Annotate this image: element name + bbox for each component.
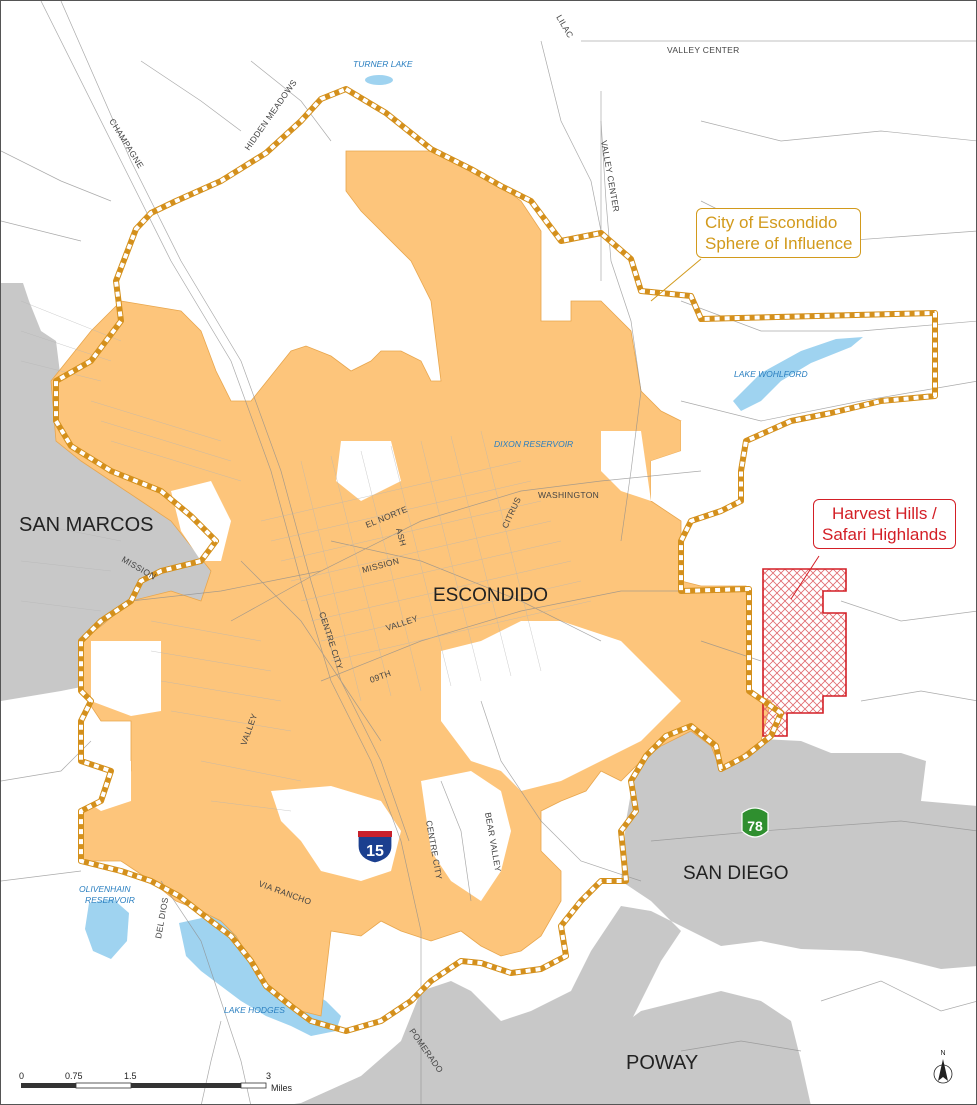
label-lake-wohlford: LAKE WOHLFORD xyxy=(734,369,808,379)
sphere-of-influence-callout: City of Escondido Sphere of Influence xyxy=(696,208,862,258)
sphere-callout-line2: Sphere of Influence xyxy=(705,234,853,253)
label-san-marcos: SAN MARCOS xyxy=(19,514,153,536)
harvest-hills-project-area xyxy=(762,568,847,737)
label-san-diego: SAN DIEGO xyxy=(683,863,789,884)
lake-wohlford xyxy=(733,337,863,411)
interstate-15-shield: 15 xyxy=(357,830,393,864)
label-road-ash: ASH xyxy=(394,527,408,547)
interstate-15-number: 15 xyxy=(366,843,384,860)
sphere-callout-line1: City of Escondido xyxy=(705,213,838,232)
sphere-of-influence-boundary xyxy=(53,86,938,1034)
state-route-78-shield: 78 xyxy=(741,807,769,838)
harvest-callout-leader xyxy=(790,555,820,600)
poway-area xyxy=(561,991,811,1104)
scale-unit: Miles xyxy=(271,1083,293,1093)
harvest-hills-callout: Harvest Hills / Safari Highlands xyxy=(813,499,956,549)
label-dixon-reservoir: DIXON RESERVOIR xyxy=(494,439,573,449)
scale-tick-0: 0 xyxy=(19,1071,24,1081)
fine-street-grid xyxy=(20,300,592,812)
unincorporated-pocket xyxy=(336,441,401,501)
unincorporated-pocket xyxy=(91,641,161,716)
harvest-callout-line2: Safari Highlands xyxy=(822,525,947,544)
label-escondido: ESCONDIDO xyxy=(433,585,548,606)
label-road-champagne: CHAMPAGNE xyxy=(107,117,146,171)
scale-tick-1-5: 1.5 xyxy=(124,1071,137,1081)
scale-tick-3: 3 xyxy=(266,1071,271,1081)
label-road-washington: WASHINGTON xyxy=(538,490,599,500)
san-diego-area xyxy=(294,721,976,1104)
label-lake-hodges: LAKE HODGES xyxy=(224,1005,285,1015)
north-arrow-label: N xyxy=(940,1050,945,1057)
olivenhain-reservoir xyxy=(85,899,129,959)
label-road-valley-center: VALLEY CENTER xyxy=(667,45,740,55)
scale-bar: 0 0.75 1.5 3 Miles xyxy=(19,1071,293,1093)
label-road-hidden-meadows: HIDDEN MEADOWS xyxy=(242,78,298,153)
unincorporated-pocket xyxy=(601,431,651,501)
label-olivenhain-1: OLIVENHAIN xyxy=(79,884,131,894)
label-road-del-dios: DEL DIOS xyxy=(153,896,170,939)
north-arrow: N xyxy=(933,1050,953,1084)
label-road-valley-center-2: VALLEY CENTER xyxy=(599,140,621,213)
sphere-callout-leader xyxy=(650,258,702,302)
scale-tick-0-75: 0.75 xyxy=(65,1071,83,1081)
harvest-callout-line1: Harvest Hills / xyxy=(831,504,937,523)
unincorporated-pocket xyxy=(421,771,511,901)
turner-lake xyxy=(365,75,393,85)
label-poway: POWAY xyxy=(626,1052,698,1074)
unincorporated-pocket xyxy=(441,621,681,791)
label-olivenhain-2: RESERVOIR xyxy=(85,895,135,905)
state-route-78-number: 78 xyxy=(747,818,763,834)
unincorporated-pocket xyxy=(641,421,701,501)
label-turner-lake: TURNER LAKE xyxy=(353,59,413,69)
label-road-lilac: LILAC xyxy=(554,13,575,40)
